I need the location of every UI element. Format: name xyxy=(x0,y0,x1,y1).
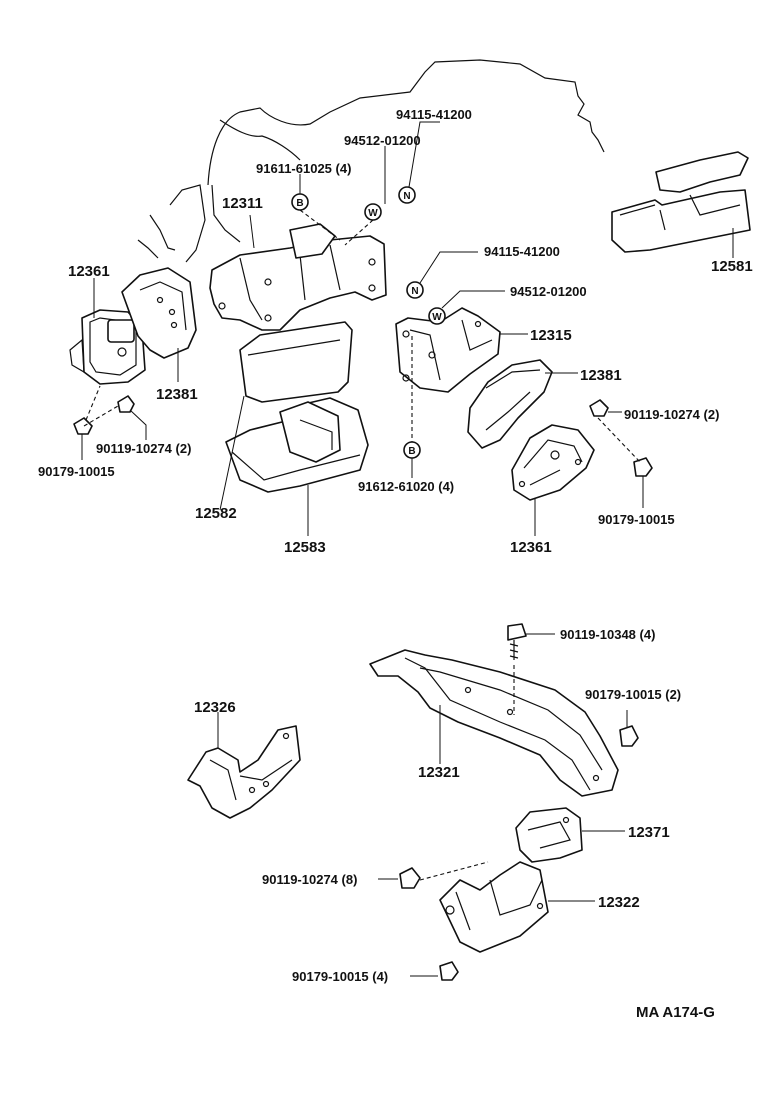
nut-symbol-right: N xyxy=(406,281,424,299)
assembly-lines xyxy=(83,209,641,881)
callout-bolt-top: 91611-61025 (4) xyxy=(256,161,351,176)
engine-block-outline xyxy=(137,59,605,263)
callout-12315: 12315 xyxy=(530,327,572,344)
callout-bolt-left: 90119-10274 (2) xyxy=(96,441,191,456)
bolt-symbol-right: B xyxy=(403,441,421,459)
part-12581-shape xyxy=(611,151,751,253)
callout-labels: 12581 12311 12361 12381 12315 12381 1258… xyxy=(38,107,753,1021)
part-12582-shape xyxy=(239,321,353,403)
bolt-right-mount-icon xyxy=(589,399,609,417)
callout-bolt-crossmember: 90119-10348 (4) xyxy=(560,627,655,642)
callout-nut-top: 94115-41200 xyxy=(396,107,472,122)
callout-nut-crossmember: 90179-10015 (2) xyxy=(585,687,681,702)
bolt-crossmember-icon xyxy=(507,623,527,660)
callout-12326: 12326 xyxy=(194,699,236,716)
leader-lines xyxy=(81,121,734,977)
callout-12582: 12582 xyxy=(195,505,237,522)
callout-nut-right: 94115-41200 xyxy=(484,244,560,259)
nut-symbol-top: N xyxy=(398,186,416,204)
callout-washer-right: 94512-01200 xyxy=(510,284,587,299)
bolt-left-icon xyxy=(117,395,135,413)
washer-symbol-top: W xyxy=(364,203,382,221)
callout-12581: 12581 xyxy=(711,258,753,275)
svg-text:B: B xyxy=(408,446,415,457)
callout-washer-top: 94512-01200 xyxy=(344,133,421,148)
part-12381-left-shape xyxy=(121,267,197,359)
bolt-symbol-top: B xyxy=(291,193,309,211)
callout-12311: 12311 xyxy=(222,195,263,212)
callout-12361-left: 12361 xyxy=(68,263,110,280)
callout-12583: 12583 xyxy=(284,539,326,556)
part-12322-shape xyxy=(439,861,549,953)
nut-crossmember-icon xyxy=(619,725,639,747)
svg-text:N: N xyxy=(403,191,410,202)
callout-12381-left: 12381 xyxy=(156,386,198,403)
diagram-code: MA A174-G xyxy=(636,1004,715,1021)
callout-12322: 12322 xyxy=(598,894,640,911)
part-12381-right-shape xyxy=(467,359,553,449)
svg-text:B: B xyxy=(296,198,303,209)
part-12311-shape xyxy=(209,223,387,331)
svg-text:W: W xyxy=(368,208,378,219)
callout-bolt-bracket: 90119-10274 (8) xyxy=(262,872,357,887)
callout-bolt-right: 91612-61020 (4) xyxy=(358,479,454,494)
callout-12371: 12371 xyxy=(628,824,670,841)
callout-bolt-right-mount: 90119-10274 (2) xyxy=(624,407,719,422)
callout-12321: 12321 xyxy=(418,764,460,781)
svg-text:W: W xyxy=(432,312,442,323)
nut-bracket-icon xyxy=(439,961,459,981)
callout-nut-right-mount: 90179-10015 xyxy=(598,512,675,527)
part-12361-right-shape xyxy=(511,424,595,501)
part-12583-shape xyxy=(225,397,369,493)
nut-left-icon xyxy=(73,417,93,435)
part-12361-left-shape xyxy=(69,309,146,385)
part-12321-shape xyxy=(369,649,619,797)
part-12371-shape xyxy=(515,807,583,863)
callout-nut-bracket: 90179-10015 (4) xyxy=(292,969,388,984)
nut-right-mount-icon xyxy=(633,457,653,477)
callout-12381-right: 12381 xyxy=(580,367,622,384)
part-12326-shape xyxy=(187,725,301,819)
callout-nut-left: 90179-10015 xyxy=(38,464,115,479)
svg-text:N: N xyxy=(411,286,418,297)
washer-symbol-right: W xyxy=(428,307,446,325)
callout-12361-right: 12361 xyxy=(510,539,552,556)
bolt-bracket-icon xyxy=(399,867,421,889)
